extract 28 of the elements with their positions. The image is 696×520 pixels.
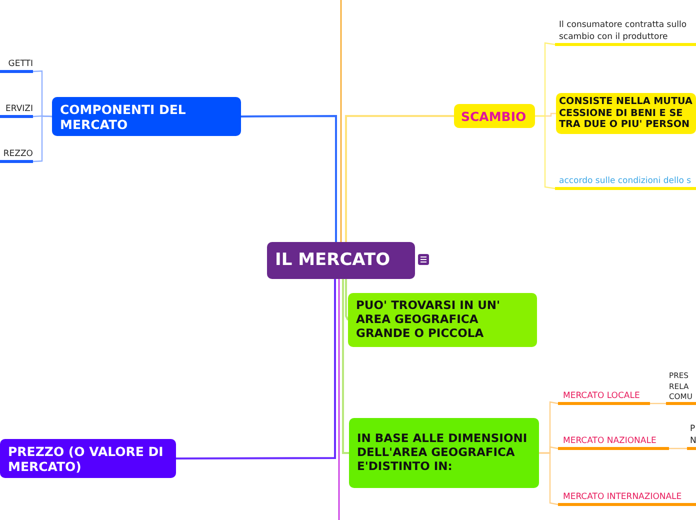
subtopic-text: GETTI <box>0 56 33 73</box>
connector-line <box>176 279 336 460</box>
subtopic-text: MERCATO NAZIONALE <box>558 433 669 450</box>
connector-line <box>539 452 558 506</box>
connector-line <box>338 279 340 520</box>
subtopic-text: Il consumatore contratta sullo scambio con il produttore <box>555 15 696 46</box>
connector-line <box>241 115 337 242</box>
subtopic-text: MERCATO LOCALE <box>558 388 650 405</box>
subtopic-text: REZZO <box>0 146 33 163</box>
connector-line <box>340 0 342 242</box>
connector-line <box>535 115 556 190</box>
topic-box: PUO' TROVARSI IN UN' AREA GEOGRAFICA GRANDE O PICCOLA <box>348 293 537 347</box>
subtopic-text: P N <box>687 422 696 450</box>
topic-box: COMPONENTI DEL MERCATO <box>52 97 241 136</box>
central-topic-box: IL MERCATO <box>267 242 415 279</box>
topic-box: IN BASE ALLE DIMENSIONI DELL'AREA GEOGRAFICA E'DISTINTO IN: <box>349 418 539 488</box>
connector-line <box>669 448 687 450</box>
subtopic-text: ERVIZI <box>0 101 33 118</box>
subtopic-text: accordo sulle condizioni dello s <box>555 173 696 190</box>
connector-line <box>345 115 454 242</box>
subtopic-box: CONSISTE NELLA MUTUA CESSIONE DI BENI E SE TRA DUE O PIU' PERSON <box>556 93 696 134</box>
connector-line <box>32 115 52 162</box>
subtopic-text: MERCATO INTERNAZIONALE <box>558 489 696 506</box>
connector-line <box>345 279 349 320</box>
topic-box: SCAMBIO <box>454 104 535 128</box>
connector-line <box>650 402 666 404</box>
connector-line <box>342 279 349 454</box>
topic-box: PREZZO (O VALORE DI MERCATO) <box>0 439 176 478</box>
